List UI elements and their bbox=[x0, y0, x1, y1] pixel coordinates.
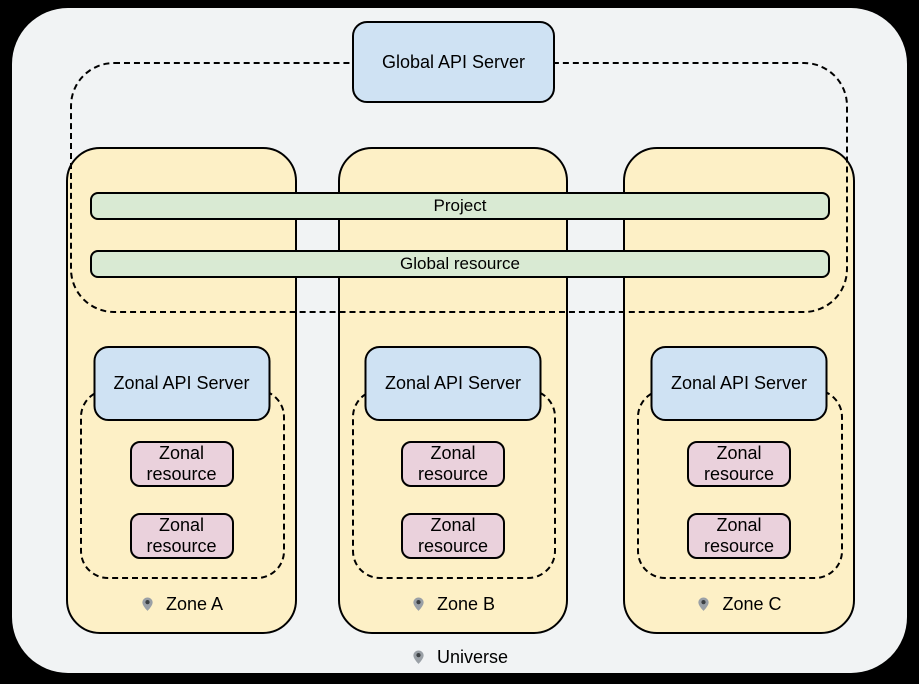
project-bar-label: Project bbox=[433, 196, 487, 215]
zone-a-zonal-resource-node: Zonal resource bbox=[129, 513, 234, 559]
universe-label-row: Universe bbox=[12, 644, 907, 670]
zone-name-label: Zone A bbox=[165, 593, 224, 614]
zone-b-zonal-resource-node: Zonal resource bbox=[401, 441, 505, 487]
zone-b-label-row: Zone B bbox=[340, 591, 566, 617]
zone-name-label: Zone C bbox=[722, 593, 782, 614]
zone-c-box: Zonal API Server Zonal resource Zonal re… bbox=[623, 147, 855, 634]
zonal-resource-label: Zonal resource bbox=[146, 443, 217, 484]
location-pin-icon bbox=[698, 597, 710, 611]
zonal-resource-label: Zonal resource bbox=[417, 443, 489, 484]
zonal-api-server-label: Zonal API Server bbox=[113, 373, 250, 393]
zone-b-zonal-resource-node: Zonal resource bbox=[401, 513, 505, 559]
zone-c-zonal-api-server-node: Zonal API Server bbox=[650, 346, 828, 421]
project-bar-node: Project bbox=[90, 192, 830, 220]
global-resource-bar-label: Global resource bbox=[399, 254, 520, 273]
universe-container: Zonal API Server Zonal resource Zonal re… bbox=[12, 8, 907, 673]
zone-c-zonal-resource-node: Zonal resource bbox=[687, 441, 791, 487]
zone-a-box: Zonal API Server Zonal resource Zonal re… bbox=[66, 147, 297, 634]
zonal-resource-label: Zonal resource bbox=[146, 515, 217, 556]
zone-name-label: Zone B bbox=[436, 593, 496, 614]
zone-a-label-row: Zone A bbox=[68, 591, 295, 617]
zonal-api-server-label: Zonal API Server bbox=[384, 373, 522, 393]
location-pin-icon bbox=[413, 597, 424, 611]
zone-a-zonal-resource-node: Zonal resource bbox=[129, 441, 234, 487]
zonal-resource-label: Zonal resource bbox=[417, 515, 489, 556]
zone-a-zonal-api-server-node: Zonal API Server bbox=[93, 346, 270, 421]
universe-label: Universe bbox=[436, 646, 509, 667]
location-pin-icon bbox=[413, 650, 424, 664]
zone-b-box: Zonal API Server Zonal resource Zonal re… bbox=[338, 147, 568, 634]
zonal-resource-label: Zonal resource bbox=[703, 443, 775, 484]
global-api-server-label: Global API Server bbox=[381, 51, 526, 72]
zonal-api-server-label: Zonal API Server bbox=[670, 373, 808, 393]
zone-b-zonal-api-server-node: Zonal API Server bbox=[364, 346, 542, 421]
global-resource-bar-node: Global resource bbox=[90, 250, 830, 278]
global-api-server-node: Global API Server bbox=[352, 21, 555, 103]
zone-c-zonal-resource-node: Zonal resource bbox=[687, 513, 791, 559]
location-pin-icon bbox=[142, 597, 153, 611]
zone-c-label-row: Zone C bbox=[625, 591, 853, 617]
zonal-resource-label: Zonal resource bbox=[703, 515, 775, 556]
